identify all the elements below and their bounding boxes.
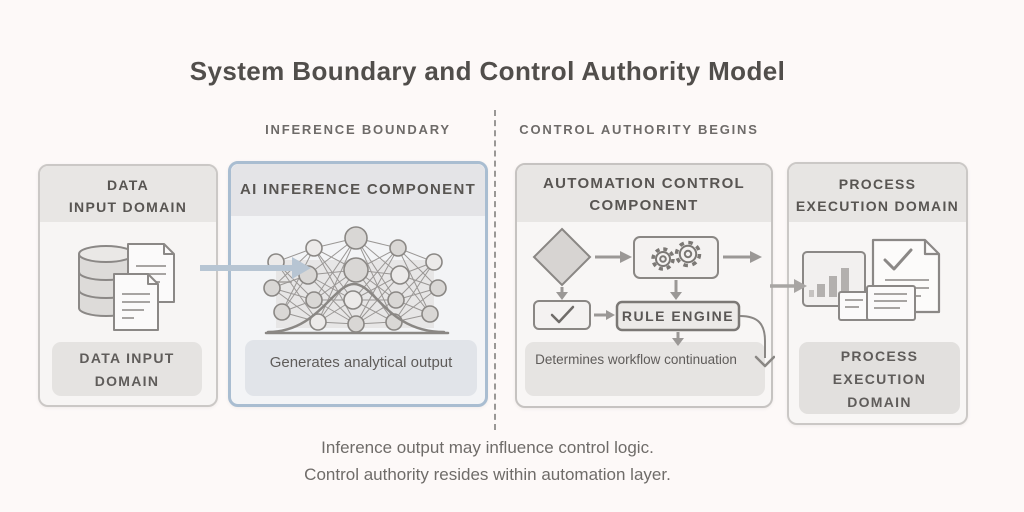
gears-icon	[651, 240, 702, 271]
checkmark-box	[533, 300, 591, 330]
inference-boundary-label: INFERENCE BOUNDARY	[265, 122, 451, 137]
arrow-right-icon	[594, 310, 615, 320]
subbox-line: Determines workflow continuation	[535, 352, 737, 367]
automation-flowchart: RULE ENGINE	[532, 227, 775, 368]
bell-curve-icon	[266, 282, 446, 334]
data-input-domain-subbox: DATA INPUT DOMAIN	[52, 342, 202, 396]
decision-diamond-icon	[532, 227, 592, 287]
boundary-divider-line	[494, 110, 496, 430]
subbox-line: EXECUTION	[832, 371, 927, 387]
automation-control-header: AUTOMATION CONTROL COMPONENT	[517, 165, 771, 222]
rule-engine-label: RULE ENGINE	[622, 308, 734, 324]
subbox-line: Generates analytical output	[269, 354, 453, 371]
process-execution-subbox: PROCESS EXECUTION DOMAIN	[799, 342, 960, 414]
note-card-icon	[838, 285, 916, 321]
header-line: EXECUTION DOMAIN	[795, 198, 960, 214]
arrow-right-icon	[723, 251, 762, 263]
subbox-line: DOMAIN	[847, 394, 912, 410]
footnote-text: Inference output may influence control l…	[0, 434, 975, 488]
automation-control-panel: AUTOMATION CONTROL COMPONENT Determines …	[515, 163, 775, 408]
arrow-right-icon	[595, 251, 632, 263]
arrow-down-icon	[672, 332, 684, 346]
automation-subbox: Determines workflow continuation	[525, 342, 765, 396]
arrow-down-icon	[670, 280, 682, 300]
header-line: PROCESS	[838, 176, 917, 192]
subbox-line: DATA INPUT	[79, 350, 175, 366]
data-input-domain-panel: DATA INPUT DOMAIN DATA INPUT DOMAIN	[38, 164, 218, 407]
data-input-domain-header: DATA INPUT DOMAIN	[40, 166, 216, 222]
header-line: COMPONENT	[589, 197, 699, 214]
subbox-line: PROCESS	[840, 348, 919, 364]
chevron-down-icon	[754, 355, 775, 368]
header-line: INPUT DOMAIN	[68, 199, 188, 215]
process-execution-header: PROCESS EXECUTION DOMAIN	[789, 164, 966, 222]
process-execution-panel: PROCESS EXECUTION DOMAIN	[787, 162, 968, 425]
page-title: System Boundary and Control Authority Mo…	[189, 56, 786, 86]
data-to-inference-arrow-icon	[200, 257, 311, 279]
control-authority-label: CONTROL AUTHORITY BEGINS	[519, 122, 759, 137]
footnote-line-1: Inference output may influence control l…	[321, 438, 654, 457]
subbox-line: DOMAIN	[94, 373, 160, 389]
neural-network-icon	[263, 226, 450, 335]
ai-inference-header: AI INFERENCE COMPONENT	[231, 164, 485, 216]
header-line: DATA	[106, 177, 149, 193]
header-line: AUTOMATION CONTROL	[543, 175, 745, 192]
footnote-line-2: Control authority resides within automat…	[304, 465, 671, 484]
ai-inference-component-panel: AI INFERENCE COMPONENT Generates analyti…	[228, 161, 488, 407]
arrow-down-icon	[556, 287, 568, 300]
curved-connector	[739, 315, 766, 358]
gears-box	[633, 236, 719, 279]
ai-inference-subbox: Generates analytical output	[245, 340, 477, 396]
database-documents-icon	[78, 243, 175, 331]
process-documents-icon	[802, 238, 941, 321]
checkmark-icon	[550, 305, 575, 324]
rule-engine-box	[615, 300, 741, 332]
automation-to-process-arrow-icon	[770, 279, 807, 293]
header-line: AI INFERENCE COMPONENT	[239, 181, 477, 198]
